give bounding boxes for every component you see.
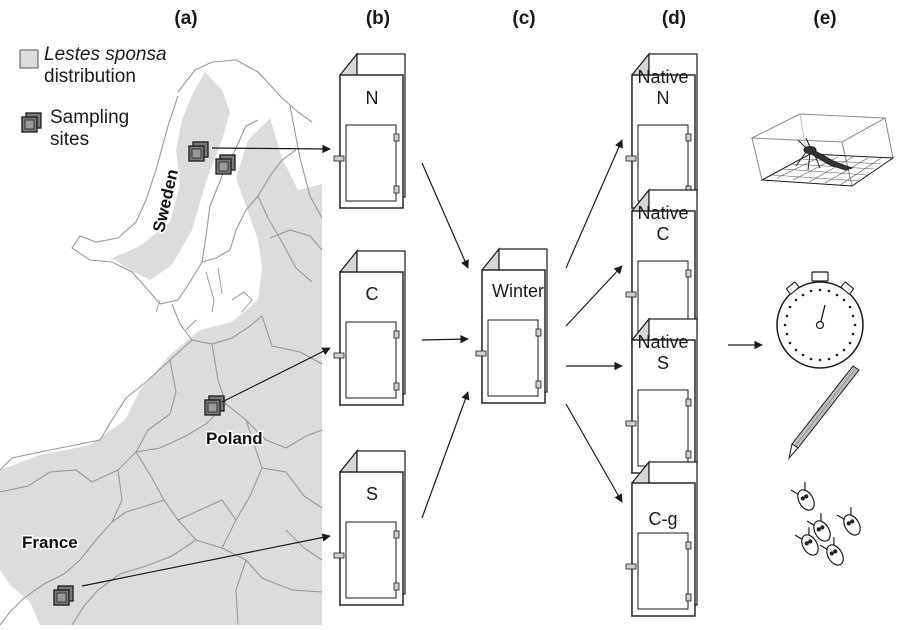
arrow-south-to-winter	[421, 391, 470, 519]
flight-arena-icon	[750, 113, 895, 187]
cabinet-label-winter: Winter	[492, 281, 544, 301]
country-label-france: France	[22, 533, 78, 552]
baltic-coast-detail	[155, 267, 253, 331]
legend-species-name: Lestes sponsa	[44, 44, 167, 65]
cabinet-native-s: Native S	[625, 318, 698, 474]
stopwatch-icon	[776, 271, 864, 369]
panel-label-c: (c)	[512, 8, 535, 29]
cabinet-label-native-s-letter: S	[657, 353, 669, 373]
arrow-sweden-to-north	[211, 144, 331, 154]
cabinet-label-native-c-word: Native	[637, 203, 688, 223]
legend-sampling-line2: sites	[50, 129, 89, 150]
panel-label-e: (e)	[813, 8, 836, 29]
cabinet-label-north: N	[366, 88, 379, 108]
panel-label-d: (d)	[662, 8, 686, 29]
cabinet-label-native-s-word: Native	[637, 332, 688, 352]
map-borders	[0, 59, 323, 626]
europe-map	[0, 59, 323, 626]
arrow-winter-to-cg	[565, 403, 623, 503]
cabinet-north: N	[333, 53, 406, 209]
legend-sampling-swatch	[21, 112, 42, 133]
country-label-poland: Poland	[206, 429, 263, 448]
arrow-poland-to-central	[221, 347, 331, 403]
arrow-winter-to-native-n	[565, 139, 623, 269]
cabinet-label-south: S	[366, 484, 378, 504]
arrow-france-to-south	[81, 533, 331, 587]
cabinet-label-central: C	[366, 284, 379, 304]
panel-label-b: (b)	[366, 8, 390, 29]
arrow-winter-to-native-c	[565, 265, 623, 327]
cabinet-label-native-n-word: Native	[637, 67, 688, 87]
larvae-icon	[790, 482, 861, 566]
cabinet-common-garden: C-g	[625, 461, 698, 617]
distribution-area-main	[0, 118, 322, 625]
legend-distribution-swatch	[19, 49, 39, 69]
arrow-central-to-winter	[421, 334, 469, 344]
legend-distribution-word: distribution	[44, 66, 136, 87]
pencil-icon	[788, 365, 860, 460]
cabinet-native-n: Native N	[625, 53, 698, 209]
distribution-area-scandinavia	[112, 72, 230, 280]
arrow-north-to-winter	[421, 162, 469, 269]
cabinet-label-native-c-letter: C	[657, 224, 670, 244]
sampling-site-sweden-south	[215, 154, 236, 175]
cabinet-label-native-n-letter: N	[657, 88, 670, 108]
cabinet-native-c: Native C	[625, 189, 698, 345]
cabinet-label-cg: C-g	[648, 509, 677, 529]
cabinet-south: S	[333, 450, 406, 606]
flow-arrows	[81, 139, 763, 587]
map-legend: Lestes sponsa distribution Sampling site…	[19, 44, 167, 150]
cabinet-central: C	[333, 250, 406, 406]
legend-sampling-line1: Sampling	[50, 107, 129, 128]
cabinet-winter: Winter	[475, 248, 548, 404]
panel-label-a: (a)	[174, 8, 197, 29]
